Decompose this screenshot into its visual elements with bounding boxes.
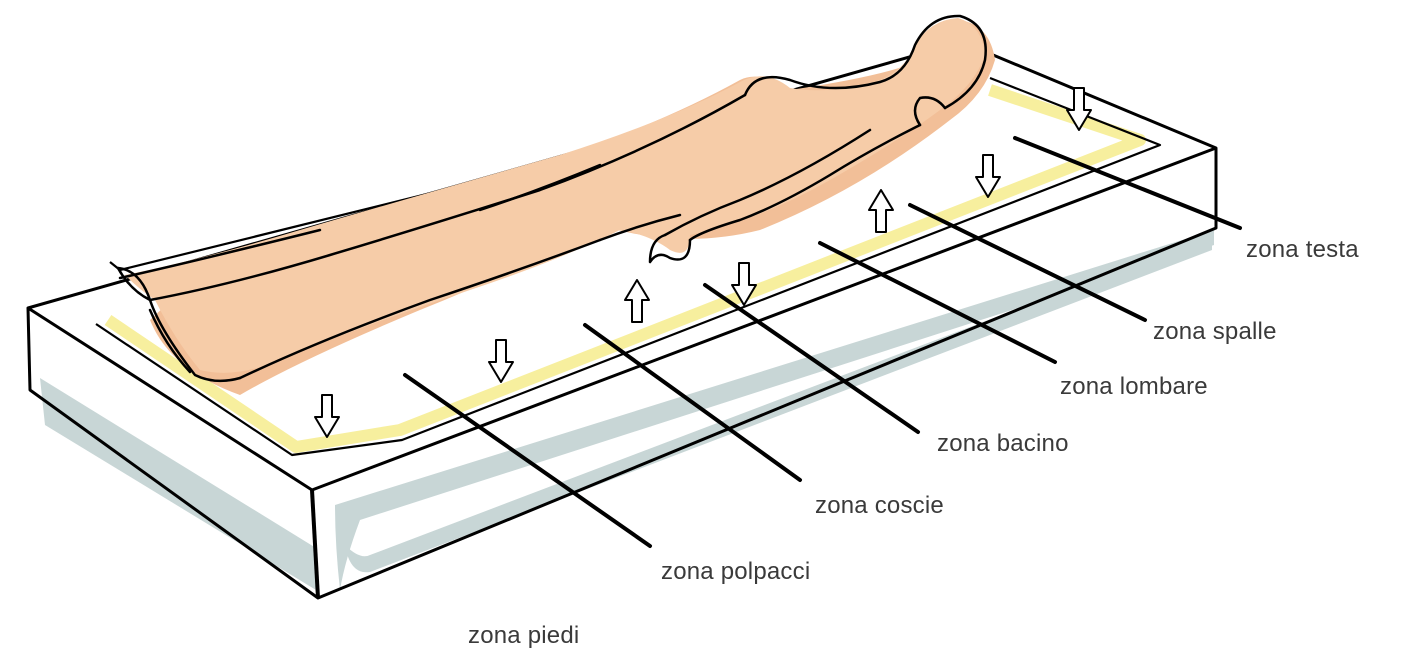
body-figure xyxy=(118,16,995,395)
zone-label-polpacci: zona polpacci xyxy=(661,560,810,584)
arrow-up-icon xyxy=(869,190,893,232)
leader-line-cosce xyxy=(585,325,800,480)
zone-label-testa: zona testa xyxy=(1246,238,1359,262)
arrow-up-icon xyxy=(625,280,649,322)
zone-label-bacino: zona bacino xyxy=(937,432,1069,456)
zone-label-cosce: zona coscie xyxy=(815,494,944,518)
mattress-end-shade xyxy=(40,378,316,590)
arrow-down-icon xyxy=(315,395,339,437)
zone-label-spalle: zona spalle xyxy=(1153,320,1277,344)
arrow-down-icon xyxy=(489,340,513,382)
zone-label-piedi: zona piedi xyxy=(468,624,579,648)
zone-label-lombare: zona lombare xyxy=(1060,375,1208,399)
leader-line-polpacci xyxy=(405,375,650,546)
leader-line-bacino xyxy=(705,285,918,432)
